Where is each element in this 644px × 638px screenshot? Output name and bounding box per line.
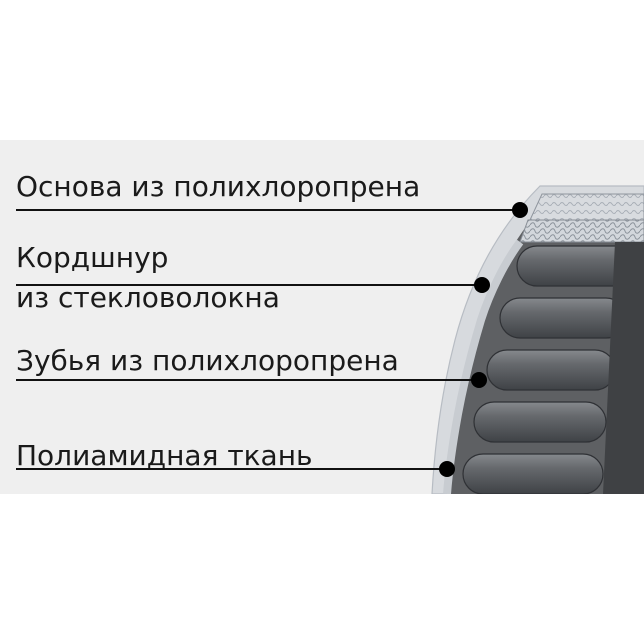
belt-shadow-strip [603,242,644,494]
label-cord-line-2: из стекловолокна [16,281,280,314]
tooth [499,297,627,339]
cord-layer [519,219,644,243]
dot-marker-icon [474,277,490,293]
base-layer [529,193,644,221]
tooth [486,349,616,391]
dot-marker-icon [471,372,487,388]
label-fabric: Полиамидная ткань [16,439,313,472]
dot-marker-icon [512,202,528,218]
label-cord-line-1: Кордшнур [16,241,168,274]
tooth [473,401,607,443]
belt-illustration [431,185,644,494]
label-base: Основа из полихлоропрена [16,170,420,203]
tooth [462,453,604,494]
dot-marker-icon [439,461,455,477]
teeth-group [462,245,638,494]
label-teeth: Зубья из полихлоропрена [16,344,399,377]
fabric-wrap [443,239,524,494]
